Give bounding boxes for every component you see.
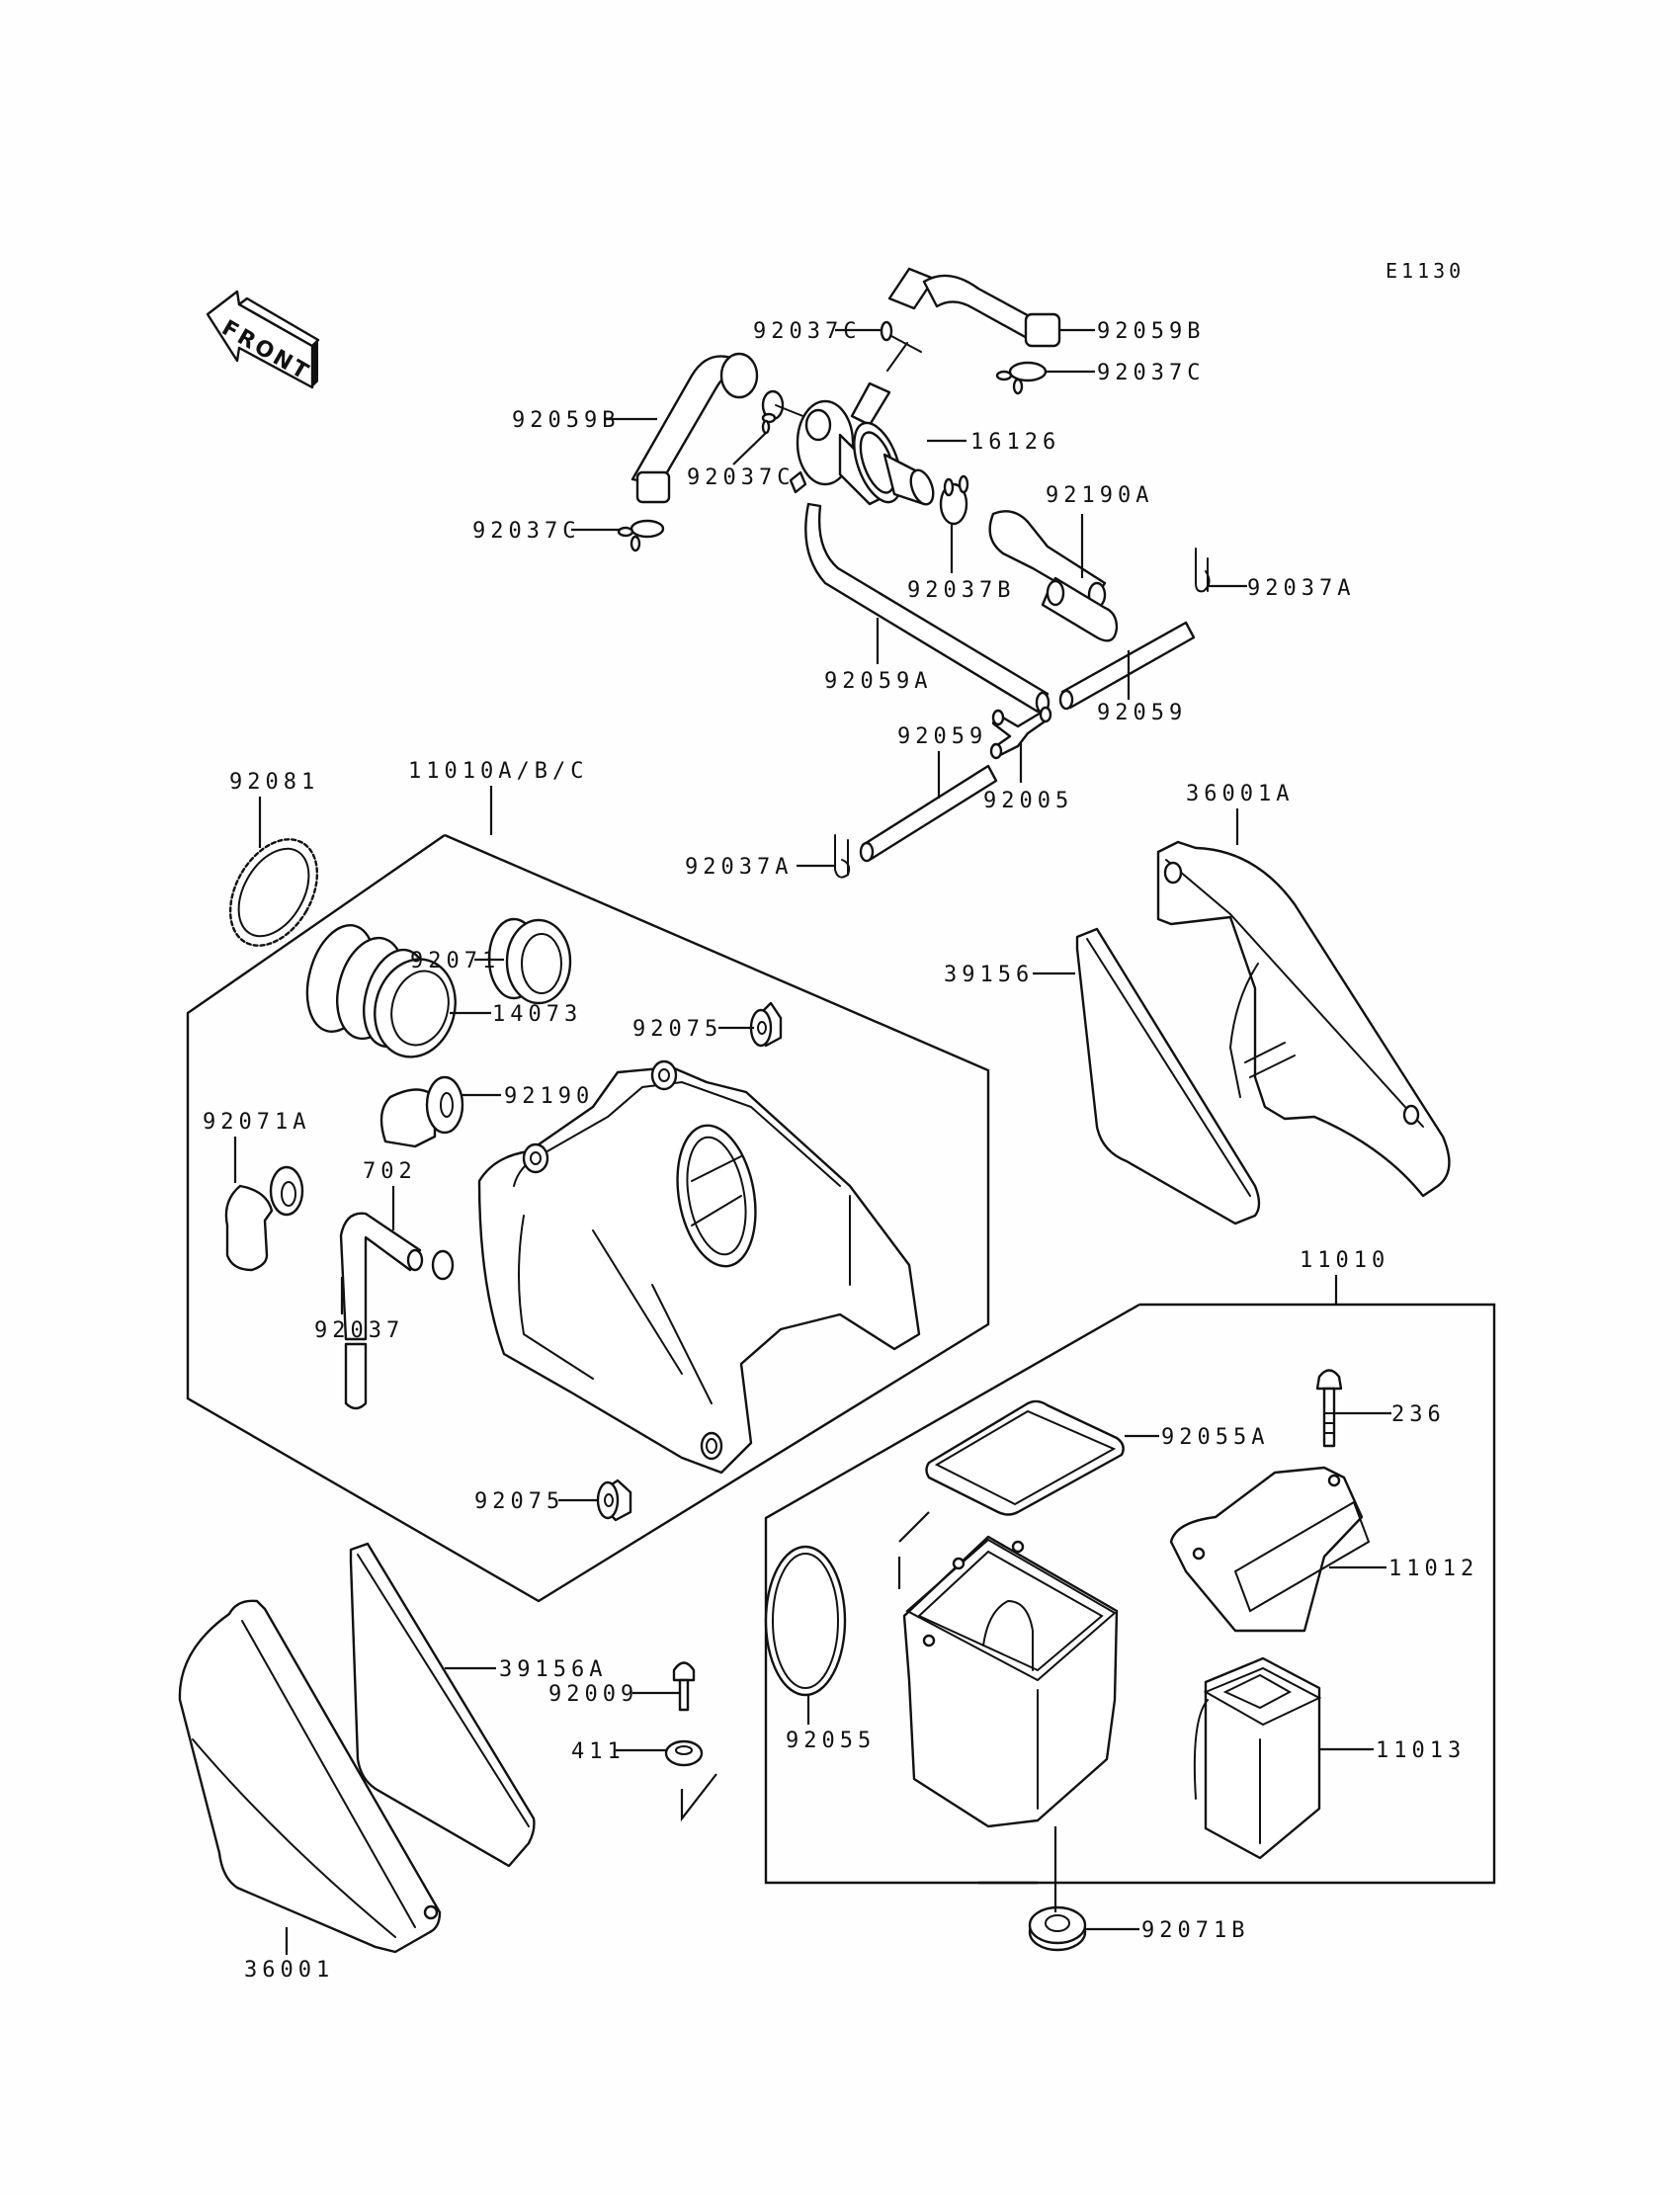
label-36001: 36001 (244, 1958, 334, 1983)
label-92005: 92005 (983, 789, 1073, 813)
hose-92059-left (859, 764, 998, 863)
gasket-92055 (764, 1545, 847, 1697)
grommet-92071 (487, 917, 572, 1005)
label-236: 236 (1391, 1402, 1446, 1427)
label-92037c-mid: 92037C (687, 465, 795, 490)
grommet-92075-top (749, 1001, 783, 1048)
label-11012: 11012 (1388, 1557, 1478, 1581)
label-92059-left: 92059 (897, 724, 987, 749)
label-92037b: 92037B (907, 578, 1015, 603)
side-cover-36001 (178, 1599, 442, 1954)
assembly-box-11010 (978, 1303, 1496, 1885)
assembly-box-11010-left (764, 1303, 1140, 1885)
label-39156a: 39156A (499, 1657, 607, 1682)
label-92190a: 92190A (1046, 483, 1153, 508)
label-92037a-left: 92037A (685, 855, 793, 880)
side-cover-36001a (1156, 840, 1451, 1198)
filter-39156 (1075, 927, 1261, 1225)
clip-92037a-left (834, 834, 851, 879)
filter-11013 (1193, 1656, 1322, 1860)
elbow-92071a (224, 1165, 304, 1272)
assembly-box-11010abc (186, 833, 990, 1603)
clamp-92037c-right (995, 361, 1048, 395)
label-92055a: 92055A (1161, 1425, 1269, 1450)
label-36001a: 36001A (1186, 782, 1294, 806)
label-92075-bottom: 92075 (474, 1489, 564, 1514)
label-92059b-right: 92059B (1097, 319, 1205, 344)
label-92059b-left: 92059B (512, 408, 620, 433)
label-92081: 92081 (229, 770, 319, 795)
label-14073: 14073 (492, 1002, 582, 1027)
label-11010abc: 11010A/B/C (408, 759, 588, 784)
label-16126: 16126 (970, 430, 1060, 455)
hose-92059b-right (887, 267, 1061, 348)
spring-ring-92081 (228, 838, 319, 947)
label-92037c-right: 92037C (1097, 361, 1205, 385)
grommet-92071b (1028, 1905, 1087, 1952)
label-92037: 92037 (314, 1318, 404, 1343)
hose-92059b-left (630, 352, 759, 504)
air-cleaner-housing (477, 1059, 921, 1475)
elbow-92190 (379, 1075, 464, 1148)
label-92037c-top: 92037C (753, 319, 861, 344)
label-92055: 92055 (786, 1729, 876, 1753)
valve-16126 (775, 342, 935, 506)
screw-92009 (672, 1661, 696, 1712)
label-39156: 39156 (944, 963, 1034, 987)
label-411: 411 (571, 1739, 626, 1764)
label-92009: 92009 (548, 1682, 638, 1707)
label-92059a: 92059A (824, 669, 932, 694)
boot-14073 (305, 924, 457, 1058)
clamp-92037c-mid (761, 389, 785, 435)
clamp-92037c-top (880, 320, 922, 353)
diagram-code: E1130 (1386, 259, 1465, 283)
t-joint-92005 (989, 706, 1052, 760)
gasket-92055a (925, 1399, 1125, 1516)
front-arrow-icon: FRONT (206, 290, 320, 389)
filter-39156a (349, 1542, 536, 1868)
label-92075-top: 92075 (632, 1017, 722, 1042)
label-92037c-left: 92037C (472, 519, 580, 544)
label-11013: 11013 (1376, 1738, 1466, 1763)
clamp-92037c-left (617, 519, 665, 552)
grommet-92075-bottom (596, 1479, 632, 1522)
label-702: 702 (363, 1159, 417, 1184)
cover-11012 (1169, 1466, 1371, 1633)
label-92190: 92190 (504, 1084, 594, 1109)
tube-702 (339, 1212, 424, 1410)
label-92071b: 92071B (1141, 1918, 1249, 1943)
clip-92037a-right (1195, 548, 1211, 593)
hose-92059-right (1058, 621, 1196, 711)
clamp-92037b (939, 474, 969, 526)
label-11010: 11010 (1300, 1248, 1389, 1273)
bolt-236 (1315, 1369, 1343, 1448)
clip-92037 (431, 1249, 455, 1281)
air-cleaner-case (902, 1535, 1119, 1828)
label-92037a-right: 92037A (1247, 576, 1355, 601)
label-92071: 92071 (410, 949, 500, 973)
hose-92059a (804, 502, 1050, 715)
washer-411 (664, 1739, 704, 1767)
label-92059-right: 92059 (1097, 701, 1187, 725)
hose-92190a (988, 510, 1119, 642)
label-92071a: 92071A (203, 1110, 310, 1135)
